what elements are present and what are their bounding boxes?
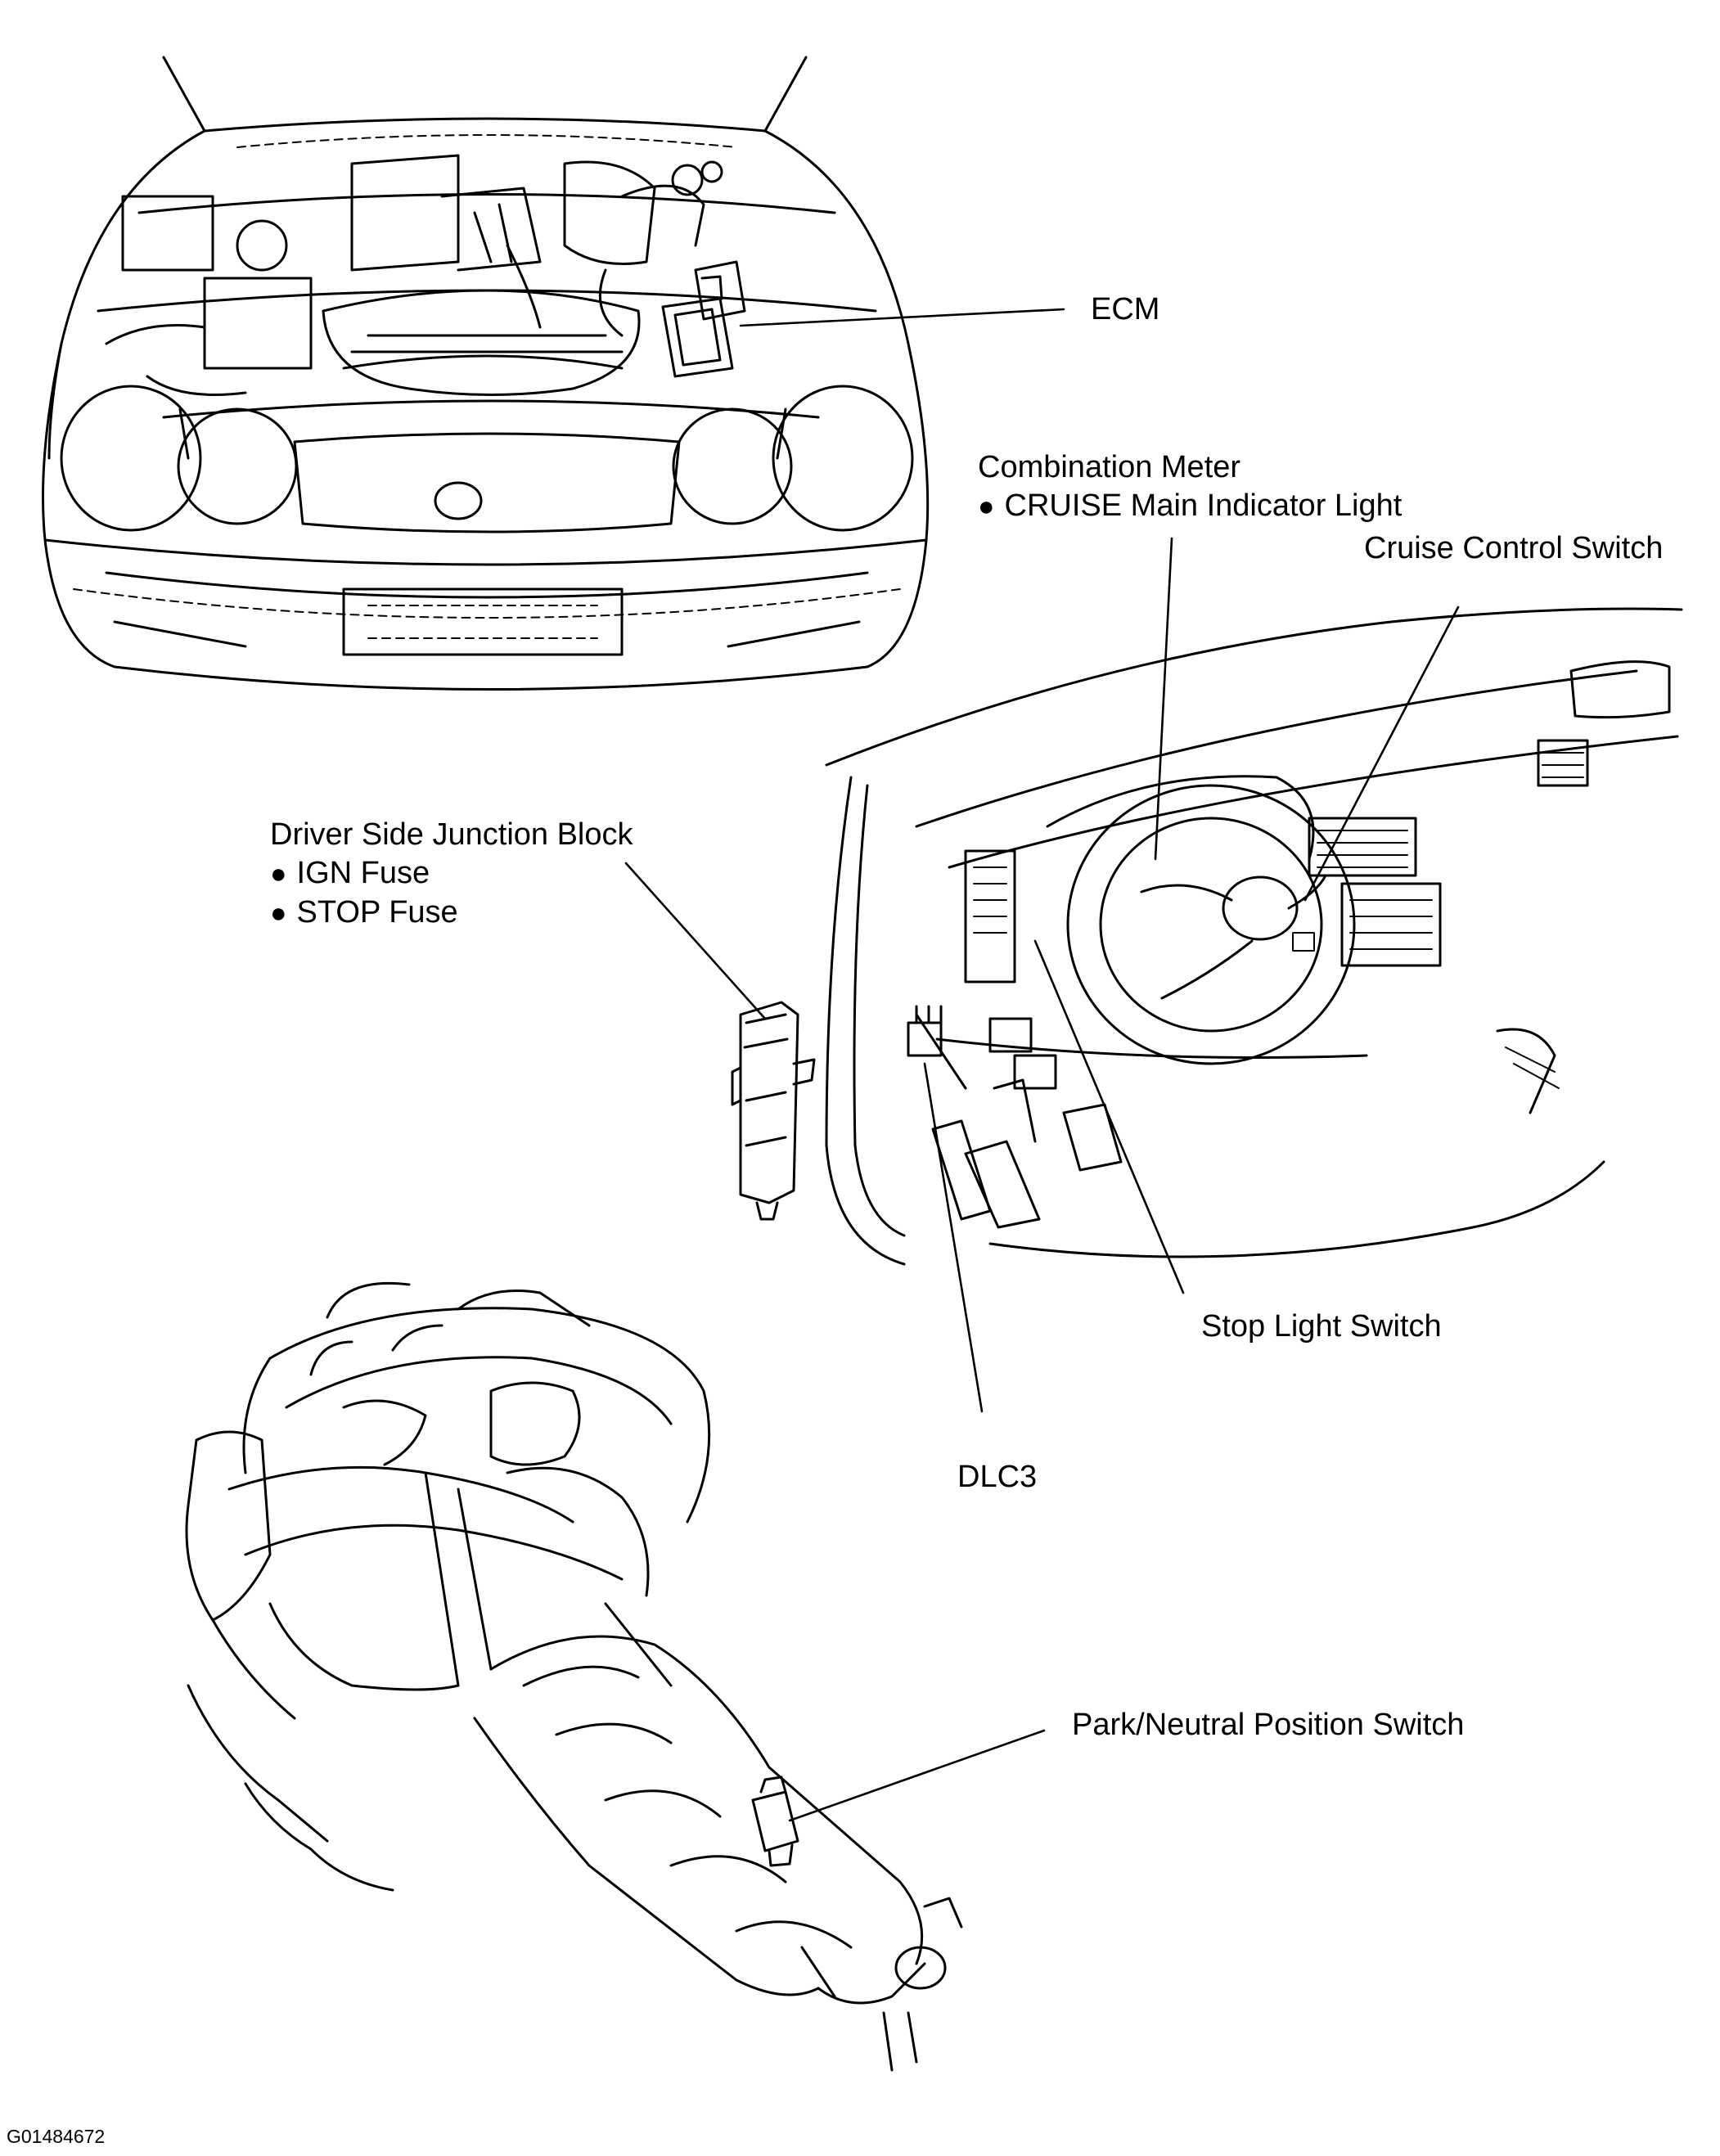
leader-cruise-control-switch	[1304, 605, 1460, 902]
ecm-label: ECM	[1091, 292, 1160, 326]
leader-ecm	[739, 308, 1065, 327]
stop-light-switch-label: Stop Light Switch	[1201, 1309, 1442, 1344]
combination-meter-item: ● CRUISE Main Indicator Light	[978, 487, 1402, 526]
stop-fuse-text: STOP Fuse	[296, 895, 458, 929]
cruise-main-indicator-light-text: CRUISE Main Indicator Light	[1004, 488, 1403, 523]
bullet-icon: ●	[978, 491, 995, 522]
park-neutral-position-switch-label: Park/Neutral Position Switch	[1072, 1708, 1465, 1742]
ign-fuse-text: IGN Fuse	[296, 856, 430, 890]
engine-transmission-drawing	[185, 1281, 963, 2072]
cruise-control-switch-label: Cruise Control Switch	[1364, 531, 1664, 565]
leader-dlc3	[923, 1062, 984, 1413]
leader-lines	[624, 308, 1460, 1822]
engine-compartment-drawing	[42, 56, 930, 691]
dlc3-label: DLC3	[957, 1460, 1038, 1494]
bullet-icon: ●	[270, 858, 287, 889]
figure-code: G01484672	[7, 2126, 106, 2147]
junction-block-title: Driver Side Junction Block	[270, 817, 633, 852]
junction-block-label: Driver Side Junction Block ● IGN Fuse ● ST…	[270, 816, 633, 933]
junction-block-drawing	[731, 1001, 816, 1221]
bullet-icon: ●	[270, 898, 287, 929]
leader-combination-meter	[1154, 537, 1173, 861]
leader-junction-block	[624, 862, 767, 1020]
leader-stop-light-switch	[1033, 939, 1185, 1294]
combination-meter-title: Combination Meter	[978, 450, 1241, 484]
dashboard-drawing	[825, 607, 1683, 1266]
leader-park-neutral-switch	[788, 1729, 1046, 1822]
combination-meter-label: Combination Meter ● CRUISE Main Indicator…	[978, 448, 1402, 526]
stop-fuse-item: ● STOP Fuse	[270, 893, 633, 933]
ign-fuse-item: ● IGN Fuse	[270, 854, 633, 893]
